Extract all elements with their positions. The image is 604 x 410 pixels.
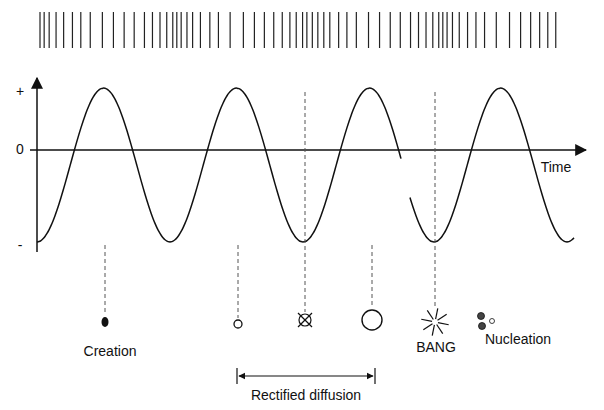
pressure-bar — [172, 12, 173, 48]
pressure-bar — [282, 12, 283, 48]
pressure-bar — [338, 12, 339, 48]
pressure-bar — [181, 12, 182, 48]
pressure-bar — [243, 12, 244, 48]
pressure-bar — [509, 12, 510, 48]
pressure-bar — [446, 12, 447, 48]
pressure-bar — [302, 12, 303, 48]
bang-ray — [438, 323, 449, 325]
pressure-bar — [200, 12, 201, 48]
bang-ray — [436, 308, 438, 319]
pressure-bar — [496, 12, 497, 48]
time-axis — [30, 149, 586, 151]
wave-segment — [37, 88, 401, 242]
axis-zero: 0 — [15, 142, 25, 157]
pressure-bar — [49, 12, 50, 48]
pressure-bar — [520, 12, 521, 48]
pressure-bar — [166, 12, 167, 48]
pressure-bar — [547, 12, 548, 48]
drop-lines — [105, 92, 435, 318]
pressure-bar — [90, 12, 91, 48]
pressure-bar — [124, 12, 125, 48]
pressure-bar — [55, 12, 56, 48]
bubble-small — [234, 320, 242, 328]
stage-label: Nucleation — [484, 332, 552, 347]
pressure-bar — [44, 12, 45, 48]
range-bracket — [237, 368, 375, 384]
pressure-bar — [484, 12, 485, 48]
nuclei — [478, 313, 495, 330]
pressure-bar — [539, 12, 540, 48]
range-label: Rectified diffusion — [250, 388, 362, 403]
pressure-bar — [176, 12, 177, 48]
pressure-bar — [144, 12, 145, 48]
pressure-bar — [209, 12, 210, 48]
axis-sign: + — [15, 84, 25, 99]
axis-label: Time — [540, 160, 573, 175]
bang-ray — [438, 314, 447, 320]
pressure-bar — [159, 12, 160, 48]
pressure-bar — [356, 12, 357, 48]
bubble-compressed — [298, 313, 312, 327]
pressure-bar — [186, 12, 187, 48]
stage-label: BANG — [415, 340, 457, 355]
pressure-bar — [192, 12, 193, 48]
pressure-bar — [317, 12, 318, 48]
pressure-bar — [264, 12, 265, 48]
pressure-bar — [459, 12, 460, 48]
stage-label: Creation — [83, 344, 138, 359]
pressure-bar — [134, 12, 135, 48]
bubble-collapse — [421, 308, 448, 335]
pressure-bar — [555, 12, 556, 48]
pressure-bar — [63, 12, 64, 48]
bang-ray — [423, 324, 432, 330]
pressure-bar — [418, 12, 419, 48]
pressure-bar — [442, 12, 443, 48]
pressure-bar — [323, 12, 324, 48]
pressure-bar — [296, 12, 297, 48]
pressure-bar — [400, 12, 401, 48]
pressure-bar — [467, 12, 468, 48]
pressure-bar — [273, 12, 274, 48]
pressure-bar — [438, 12, 439, 48]
pressure-bar — [102, 12, 103, 48]
pressure-bar — [113, 12, 114, 48]
pressure-bar — [452, 12, 453, 48]
pressure-bar — [368, 12, 369, 48]
pressure-bar — [530, 12, 531, 48]
pressure-bar — [218, 12, 219, 48]
pressure-bar — [72, 12, 73, 48]
pressure-bar — [329, 12, 330, 48]
bang-ray — [432, 325, 434, 336]
bubble-large — [362, 310, 382, 330]
pressure-bar — [152, 12, 153, 48]
y-axis — [36, 78, 38, 252]
pressure-bar — [379, 12, 380, 48]
pressure-bar — [312, 12, 313, 48]
pressure-bar — [230, 12, 231, 48]
pressure-bar — [390, 12, 391, 48]
pressure-bar — [410, 12, 411, 48]
pressure-bar — [425, 12, 426, 48]
pressure-bars — [40, 12, 556, 48]
pressure-bar — [432, 12, 433, 48]
bubble-creation — [102, 317, 109, 327]
axis-sign: - — [17, 238, 24, 253]
pressure-bar — [80, 12, 81, 48]
pressure-bar — [475, 12, 476, 48]
pressure-bar — [39, 12, 40, 48]
pressure-bar — [346, 12, 347, 48]
bang-ray — [437, 325, 443, 334]
bang-ray — [421, 319, 432, 321]
pressure-bar — [306, 12, 307, 48]
pressure-bar — [289, 12, 290, 48]
pressure-bar — [254, 12, 255, 48]
bang-ray — [427, 310, 433, 319]
